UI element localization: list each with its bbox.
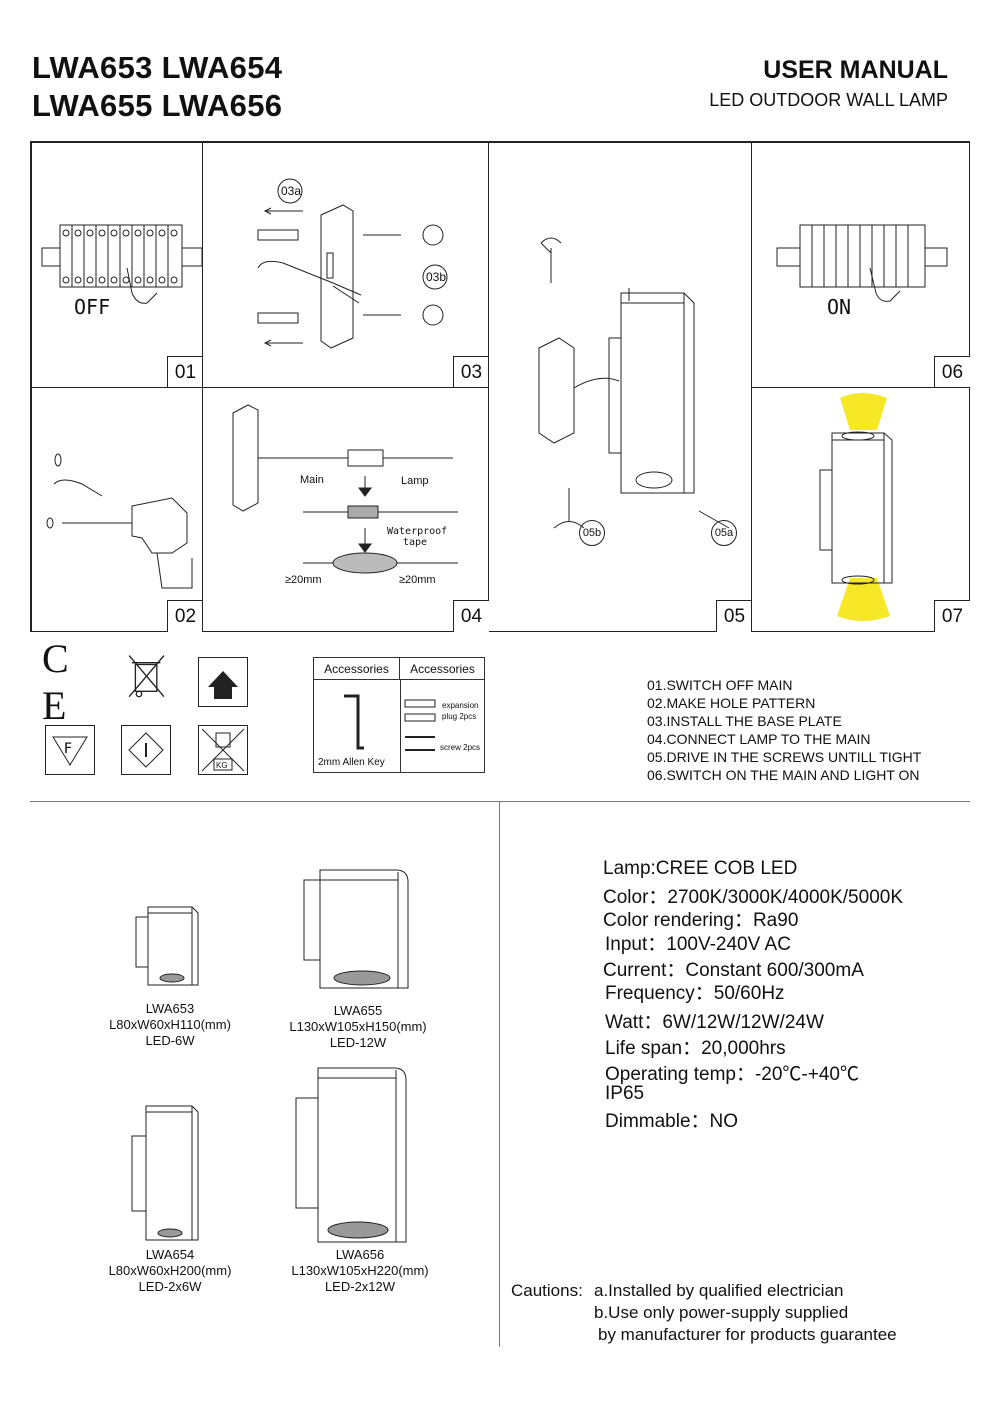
- callout-05b: 05b: [579, 520, 605, 546]
- spec-color-rendering: Color rendering：Ra90: [603, 910, 799, 931]
- step-number-02: 02: [167, 600, 203, 632]
- model-power: LED-2x6W: [138, 1279, 202, 1294]
- indoor-outdoor-icon: [198, 657, 248, 707]
- lamp-mount-illustration: [538, 237, 730, 529]
- spec-frequency: Frequency：50/60Hz: [605, 983, 785, 1004]
- model-power: LED-12W: [329, 1035, 387, 1050]
- model-caption-lwa655: LWA655 L130xW105xH150(mm) LED-12W: [268, 1003, 448, 1051]
- ce-mark-icon: C E: [42, 636, 77, 728]
- allen-key-label: 2mm Allen Key: [318, 757, 385, 768]
- model-dimensions: L130xW105xH220(mm): [291, 1263, 429, 1278]
- spec-life-span: Life span：20,000hrs: [605, 1038, 786, 1059]
- step-number-06: 06: [934, 356, 970, 388]
- panel-06-switch-on: ON 06: [751, 142, 970, 388]
- panel-05-drive-screws: 05b 05a 05: [488, 142, 752, 632]
- callout-05a: 05a: [711, 520, 737, 546]
- terminal-block-on-illustration: [776, 224, 948, 302]
- switch-off-label: OFF: [74, 295, 111, 319]
- kg-label: KG: [216, 761, 228, 770]
- lamp-wire-label: Lamp: [401, 475, 429, 487]
- model-caption-lwa656: LWA656 L130xW105xH220(mm) LED-2x12W: [270, 1247, 450, 1295]
- step-number-07: 07: [934, 600, 970, 632]
- panel-04-connect-wires: Main Lamp Waterproof tape ≥20mm ≥20mm 04: [202, 387, 489, 632]
- panel-07-light-on: 07: [751, 387, 970, 632]
- allen-key-icon: [344, 694, 364, 750]
- step-text: 02.MAKE HOLE PATTERN: [647, 695, 816, 711]
- manual-subtitle: LED OUTDOOR WALL LAMP: [709, 90, 948, 110]
- step-number-05: 05: [716, 600, 752, 632]
- drill-illustration: [46, 453, 193, 589]
- spec-watt: Watt：6W/12W/12W/24W: [605, 1012, 824, 1033]
- weee-bin-icon: [128, 655, 165, 698]
- tape-label-1: Waterproof: [387, 526, 448, 537]
- plug-and-screw-icon: [404, 699, 436, 751]
- accessories-header-right: Accessories: [400, 658, 485, 680]
- model-name: LWA654: [145, 1247, 195, 1262]
- spec-operating-temp: Operating temp：-20℃-+40℃: [605, 1064, 859, 1085]
- step-text: 01.SWITCH OFF MAIN: [647, 677, 793, 693]
- f-mark-icon: F: [45, 725, 95, 775]
- model-name: LWA653: [145, 1001, 195, 1016]
- callout-03a: 03a: [281, 184, 302, 198]
- expansion-label-2: plug 2pcs: [442, 712, 477, 721]
- lwa656-drawing: [295, 1067, 407, 1243]
- model-dimensions: L80xW60xH110(mm): [109, 1017, 231, 1032]
- step-number-01: 01: [167, 356, 203, 388]
- model-title-line-1: LWA653 LWA654: [32, 50, 283, 85]
- lwa653-drawing: [135, 906, 199, 986]
- cautions-label: Cautions:: [511, 1281, 583, 1300]
- lwa655-drawing: [303, 869, 409, 989]
- step-number-04: 04: [453, 600, 489, 632]
- spec-ip-rating: IP65: [605, 1083, 645, 1104]
- instruction-grid: OFF 01 03a 03b 03: [30, 141, 970, 632]
- model-caption-lwa653: LWA653 L80xW60xH110(mm) LED-6W: [80, 1001, 260, 1049]
- accessories-header-left: Accessories: [314, 658, 400, 680]
- base-plate-install-illustration: [257, 178, 448, 349]
- step-text: 05.DRIVE IN THE SCREWS UNTILL TIGHT: [647, 749, 922, 765]
- svg-text:F: F: [64, 741, 72, 757]
- expansion-label-1: expansion: [442, 701, 479, 710]
- spec-input: Input：100V-240V AC: [605, 934, 791, 955]
- model-dimensions: L130xW105xH150(mm): [289, 1019, 427, 1034]
- strip-length-right: ≥20mm: [399, 574, 436, 586]
- class-1-icon: [121, 725, 171, 775]
- step-text: 03.INSTALL THE BASE PLATE: [647, 713, 842, 729]
- main-wire-label: Main: [300, 474, 324, 486]
- panel-03-install-base: 03a 03b 03: [202, 142, 489, 388]
- panel-01-switch-off: OFF 01: [31, 142, 203, 388]
- model-power: LED-2x12W: [324, 1279, 396, 1294]
- caution-b-line-1: b.Use only power-supply supplied: [594, 1303, 849, 1322]
- spec-current: Current：Constant 600/300mA: [603, 960, 864, 981]
- wire-connection-illustration: [232, 404, 458, 574]
- step-text: 06.SWITCH ON THE MAIN AND LIGHT ON: [647, 767, 920, 783]
- caution-b-line-2: by manufacturer for products guarantee: [598, 1325, 897, 1344]
- model-name: LWA655: [333, 1003, 383, 1018]
- model-caption-lwa654: LWA654 L80xW60xH200(mm) LED-2x6W: [80, 1247, 260, 1295]
- lwa654-drawing: [131, 1105, 199, 1241]
- spec-lamp: Lamp:CREE COB LED: [603, 858, 798, 879]
- spec-dimmable: Dimmable：NO: [605, 1111, 739, 1132]
- step-number-03: 03: [453, 356, 489, 388]
- strip-length-left: ≥20mm: [285, 574, 322, 586]
- step-text: 04.CONNECT LAMP TO THE MAIN: [647, 731, 871, 747]
- section-divider: [30, 801, 970, 802]
- model-power: LED-6W: [145, 1033, 195, 1048]
- lamp-light-on-illustration: [819, 393, 893, 621]
- caution-a: a.Installed by qualified electrician: [594, 1281, 844, 1300]
- manual-title: USER MANUAL: [763, 56, 948, 84]
- model-name: LWA656: [335, 1247, 385, 1262]
- tape-label-2: tape: [403, 537, 428, 548]
- terminal-block-off-illustration: [41, 224, 202, 304]
- callout-03b: 03b: [426, 270, 447, 284]
- screw-label: screw 2pcs: [440, 743, 481, 752]
- weight-limit-icon: [198, 725, 248, 775]
- switch-on-label: ON: [827, 295, 852, 319]
- panel-02-drill-holes: 02: [31, 387, 203, 632]
- spec-color: Color：2700K/3000K/4000K/5000K: [603, 887, 904, 908]
- model-dimensions: L80xW60xH200(mm): [108, 1263, 232, 1278]
- steps-list: 01.SWITCH OFF MAIN 02.MAKE HOLE PATTERN …: [647, 676, 921, 784]
- accessories-table: Accessories Accessories 2mm Allen Key ex…: [313, 657, 485, 773]
- model-title-line-2: LWA655 LWA656: [32, 88, 283, 123]
- column-divider: [499, 802, 500, 1347]
